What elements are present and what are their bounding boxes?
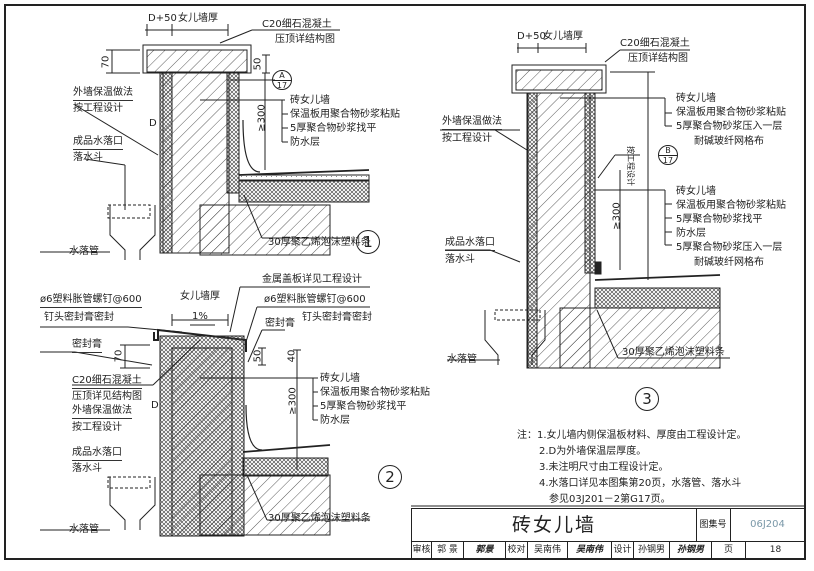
title-block: 砖女儿墙 图集号 06J204 审核 郭 景 郭景 校对 吴南伟 吴南伟 设计 … [411, 508, 806, 560]
d2-layer-3: 5厚聚合物砂浆找平 [320, 401, 407, 412]
d2-anchor-2: 钉头密封膏密封 [44, 312, 114, 323]
d2-dim-wall: 女儿墙厚 [180, 291, 220, 302]
d1-ext-insul-1: 外墙保温做法 [73, 87, 133, 101]
d1-dim-D: D [149, 118, 157, 129]
d2-coping-label-2: 压顶详见结构图 [72, 391, 142, 402]
d3-foam-strip: 30厚聚乙烯泡沫塑料条 [622, 347, 725, 358]
detail-2-drawing [40, 286, 370, 537]
note-2: 2.D为外墙保温层厚度。 [539, 446, 647, 457]
d2-layer-2: 保温板用聚合物砂浆粘贴 [320, 387, 430, 398]
d2-anchor-r-2: 钉头密封膏密封 [302, 312, 372, 323]
d2-downpipe: 水落管 [69, 524, 99, 535]
d2-dim-70: 70 [113, 349, 125, 363]
d2-layer-4: 防水层 [320, 415, 350, 426]
d2-outlet-2: 落水斗 [72, 463, 102, 474]
d3-outlet-1: 成品水落口 [445, 237, 495, 251]
page-number: 18 [769, 545, 782, 555]
d1-outlet-1: 成品水落口 [73, 136, 123, 150]
d1-dim-50: 50 [252, 57, 264, 71]
d1-outlet-2: 落水斗 [73, 152, 103, 163]
d3-lower-layer-2: 保温板用聚合物砂浆粘贴 [676, 200, 786, 211]
d3-coping-label-2: 压顶详结构图 [628, 53, 688, 64]
atlas-number-value: 06J204 [750, 519, 785, 530]
drawing-frame [4, 4, 806, 560]
notes-block: 注：1.女儿墙内侧保温板材料、厚度由工程设计定。 2.D为外墙保温层厚度。 3.… [517, 428, 747, 508]
d1-ext-insul-2: 按工程设计 [73, 103, 123, 114]
d1-dim-d50: D+50 [148, 13, 177, 24]
d2-anchor-1: ø6塑料胀管螺钉@600 [40, 294, 142, 308]
detail-3-drawing [440, 43, 730, 369]
d1-layer-3: 5厚聚合物砂浆找平 [290, 123, 377, 134]
d3-dim-d50: D+50 [517, 31, 546, 42]
note-4-cont: 参见03J201－2第G17页。 [549, 494, 671, 505]
note-4: 4.水落口详见本图集第20页，水落管、落水斗 [539, 478, 742, 489]
d2-anchor-r-1: ø6塑料胀管螺钉@600 [264, 294, 366, 305]
d3-upper-layer-1: 砖女儿墙 [676, 93, 716, 104]
detail-number-3: 3 [635, 387, 659, 411]
d2-layer-1: 砖女儿墙 [320, 373, 360, 384]
d3-outlet-2: 落水斗 [445, 254, 475, 265]
d3-coping-label-1: C20细石混凝土 [620, 38, 690, 49]
d3-lower-layer-3: 5厚聚合物砂浆找平 [676, 214, 763, 225]
atlas-number-label: 图集号 [696, 509, 731, 541]
check-name: 吴南伟 [528, 541, 568, 559]
d2-coping-label-1: C20细石混凝土 [72, 375, 142, 389]
d3-ext-insul-1: 外墙保温做法 [442, 116, 502, 130]
title-block-row-2: 审核 郭 景 郭景 校对 吴南伟 吴南伟 设计 孙钢男 孙钢男 页 18 [412, 541, 805, 559]
d3-lower-layer-1: 砖女儿墙 [676, 186, 716, 197]
design-signature: 孙钢男 [670, 541, 712, 559]
d3-upper-layer-2: 保温板用聚合物砂浆粘贴 [676, 107, 786, 118]
d1-dim-70: 70 [100, 55, 112, 69]
d1-dim-300: ≥300 [256, 104, 268, 132]
d1-dim-wall: 女儿墙厚 [178, 13, 218, 24]
check-signature: 吴南伟 [568, 541, 612, 559]
d1-layer-4: 防水层 [290, 137, 320, 148]
review-label: 审核 [412, 541, 432, 559]
d2-dim-D: D [151, 400, 159, 411]
d3-lower-layer-4: 防水层 [676, 228, 706, 239]
d2-ext-insul-2: 按工程设计 [72, 422, 122, 433]
d3-lower-layer-6: 耐碱玻纤网格布 [694, 257, 764, 268]
d3-lower-layer-5: 5厚聚合物砂浆压入一层 [676, 242, 783, 253]
design-label: 设计 [612, 541, 634, 559]
note-1: 1.女儿墙内侧保温板材料、厚度由工程设计定。 [537, 430, 747, 441]
page-label: 页 [712, 541, 746, 559]
review-name: 郭 景 [432, 541, 464, 559]
check-label: 校对 [506, 541, 528, 559]
d2-dim-40: 40 [286, 349, 298, 363]
detail-number-1: 1 [356, 230, 380, 254]
d2-outlet-1: 成品水落口 [72, 447, 122, 461]
design-name: 孙钢男 [634, 541, 670, 559]
note-3: 3.未注明尺寸由工程设计定。 [539, 462, 669, 473]
drawing-title: 砖女儿墙 [412, 509, 697, 541]
d1-coping-label-2: 压顶详结构图 [275, 34, 335, 45]
d3-dim-project: 按工程设计 [626, 146, 635, 186]
d1-downpipe: 水落管 [69, 246, 99, 257]
d3-upper-layer-4: 耐碱玻纤网格布 [694, 136, 764, 147]
d1-layer-1: 砖女儿墙 [290, 95, 330, 106]
d1-layer-2: 保温板用聚合物砂浆粘贴 [290, 109, 400, 120]
d3-dim-300: ≥300 [611, 202, 623, 230]
d2-dim-50: 50 [252, 349, 264, 363]
d2-slope: 1% [192, 311, 208, 322]
d3-ext-insul-2: 按工程设计 [442, 133, 492, 144]
review-signature: 郭景 [464, 541, 506, 559]
d3-downpipe: 水落管 [447, 354, 477, 365]
d2-foam-strip: 30厚聚乙烯泡沫塑料条 [268, 513, 371, 524]
d1-foam-strip: 30厚聚乙烯泡沫塑料条 [268, 237, 371, 248]
title-block-row-1: 砖女儿墙 图集号 06J204 [412, 509, 805, 542]
d3-upper-layer-3: 5厚聚合物砂浆压入一层 [676, 121, 783, 132]
detail-number-2: 2 [378, 465, 402, 489]
notes-prefix: 注： [517, 430, 537, 441]
d3-dim-wall: 女儿墙厚 [543, 31, 583, 42]
d2-dim-300: ≥300 [287, 387, 299, 415]
d2-ext-insul-1: 外墙保温做法 [72, 405, 132, 419]
d1-coping-label-1: C20细石混凝土 [262, 19, 332, 30]
detail-1-drawing [40, 24, 370, 260]
d2-sealant: 密封膏 [72, 339, 102, 353]
d2-metal-cap: 金属盖板详见工程设计 [262, 274, 362, 285]
d2-sealant-r: 密封膏 [265, 318, 295, 329]
